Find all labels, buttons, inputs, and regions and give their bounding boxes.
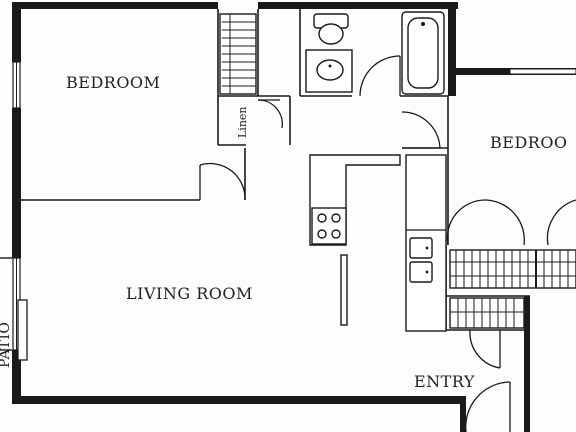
label-living-room: LIVING ROOM xyxy=(126,284,253,303)
door-entry xyxy=(465,381,511,432)
door-entry-closet xyxy=(469,329,501,369)
range xyxy=(311,207,347,245)
door-closet-right-2 xyxy=(546,199,576,246)
wall-entry-left xyxy=(460,396,466,432)
wall-bath-right xyxy=(448,2,456,96)
sink-left xyxy=(409,237,433,259)
wall-top-center xyxy=(258,2,458,9)
wall-left-mid xyxy=(12,108,21,258)
sink xyxy=(316,59,344,81)
windows xyxy=(0,61,576,361)
wall-bottom xyxy=(12,396,460,404)
wall-top-left xyxy=(12,2,218,9)
door-bath xyxy=(359,55,401,97)
label-patio: PATIO xyxy=(0,322,13,368)
window-bedroom-right xyxy=(509,68,576,75)
label-bedroom-left: BEDROOM xyxy=(66,73,160,92)
bathroom-fixtures xyxy=(305,11,445,95)
door-bedroom-left xyxy=(199,162,246,201)
doors xyxy=(199,55,576,432)
door-bedroom-right xyxy=(401,111,441,149)
rail xyxy=(340,254,348,326)
wall-entry-right xyxy=(524,296,530,432)
closet-shelving xyxy=(219,13,576,329)
sink-right xyxy=(409,261,433,283)
patio-slider xyxy=(17,299,28,361)
toilet-bowl xyxy=(318,23,344,45)
label-linen: Linen xyxy=(236,106,249,138)
closet-entry xyxy=(449,297,525,329)
kitchen xyxy=(309,154,447,332)
closet-bedroom-right xyxy=(449,249,576,289)
exterior-walls xyxy=(12,2,576,432)
wall-left-top xyxy=(12,2,21,62)
label-bedroom-right: BEDROO xyxy=(490,133,568,152)
door-closet-right-1 xyxy=(446,199,487,246)
wall-left-bottom xyxy=(12,350,21,402)
label-entry: ENTRY xyxy=(414,372,475,391)
door-linen xyxy=(257,99,283,129)
